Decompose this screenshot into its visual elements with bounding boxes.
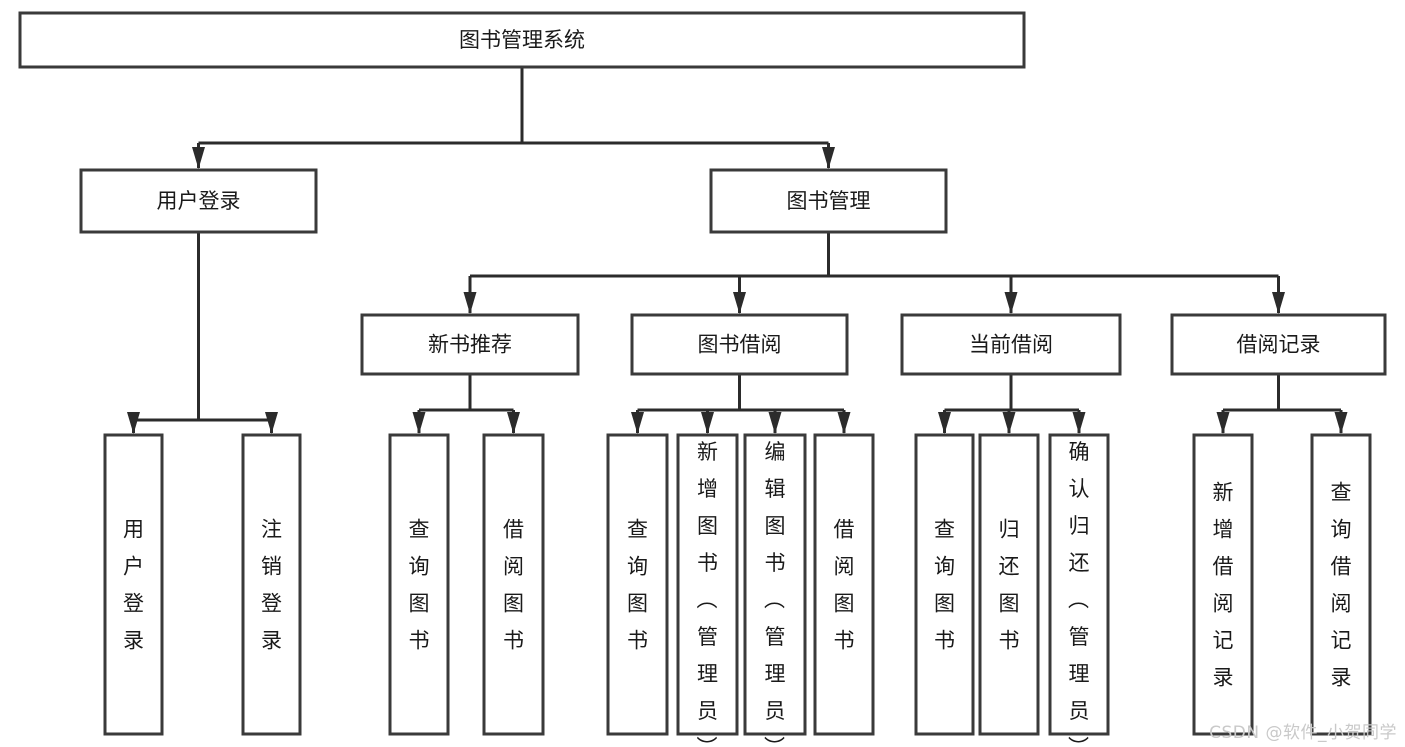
- arrow-head-icon: [463, 292, 477, 314]
- arrow-head-icon: [192, 147, 205, 169]
- arrow-head-icon: [733, 292, 746, 314]
- node-label: 用户登录: [157, 189, 241, 213]
- node-user-login[interactable]: 用户登录: [79, 168, 318, 234]
- node-leaf-query-book-rec[interactable]: 查询图书: [388, 433, 450, 736]
- node-box: [676, 433, 739, 736]
- node-box: [1048, 433, 1110, 736]
- node-leaf-return-book[interactable]: 归还图书: [978, 433, 1040, 736]
- node-box: [709, 168, 948, 234]
- node-box: [630, 313, 849, 376]
- node-box: [606, 433, 669, 736]
- arrow-head-icon: [1072, 412, 1086, 434]
- node-leaf-add-book[interactable]: 新增图书（管理员）: [676, 433, 739, 747]
- node-label: 编辑图书（管理员）: [764, 440, 786, 747]
- node-label: 新增图书（管理员）: [697, 440, 719, 747]
- node-label: 查询借阅记录: [1331, 481, 1352, 690]
- node-label: 新增借阅记录: [1213, 481, 1234, 690]
- arrow-head-icon: [127, 412, 140, 434]
- node-box: [978, 433, 1040, 736]
- node-box: [1192, 433, 1254, 736]
- node-label: 当前借阅: [969, 333, 1053, 357]
- node-box: [241, 433, 302, 736]
- node-label: 确认归还（管理员）: [1068, 440, 1090, 747]
- node-box: [813, 433, 875, 736]
- node-box: [482, 433, 545, 736]
- node-leaf-add-borrow-record[interactable]: 新增借阅记录: [1192, 433, 1254, 736]
- node-label: 图书借阅: [698, 333, 782, 357]
- node-leaf-borrow-book-rec[interactable]: 借阅图书: [482, 433, 545, 736]
- arrow-head-icon: [412, 412, 426, 434]
- node-leaf-logout[interactable]: 注销登录: [241, 433, 302, 736]
- node-book-manage[interactable]: 图书管理: [709, 168, 948, 234]
- connector-edges: [127, 67, 1348, 434]
- node-box: [1170, 313, 1387, 376]
- node-label: 借阅记录: [1237, 333, 1321, 357]
- node-label: 归还图书: [999, 518, 1020, 653]
- node-box: [18, 11, 1026, 69]
- node-box: [360, 313, 580, 376]
- node-leaf-borrow-book[interactable]: 借阅图书: [813, 433, 875, 736]
- diagram-nodes: 图书管理系统用户登录图书管理新书推荐图书借阅当前借阅借阅记录用户登录注销登录查询…: [18, 11, 1387, 747]
- node-borrow-record[interactable]: 借阅记录: [1170, 313, 1387, 376]
- node-leaf-user-login[interactable]: 用户登录: [103, 433, 164, 736]
- arrow-head-icon: [822, 147, 835, 169]
- node-leaf-confirm-return[interactable]: 确认归还（管理员）: [1048, 433, 1110, 747]
- arrow-head-icon: [701, 412, 714, 434]
- node-box: [914, 433, 975, 736]
- node-label: 查询图书: [409, 518, 430, 653]
- node-label: 用户登录: [123, 518, 144, 653]
- node-box: [388, 433, 450, 736]
- node-label: 查询图书: [934, 518, 955, 653]
- arrow-head-icon: [507, 412, 520, 434]
- node-leaf-query-borrow-record[interactable]: 查询借阅记录: [1310, 433, 1372, 736]
- node-new-book-recommend[interactable]: 新书推荐: [360, 313, 580, 376]
- node-box: [1310, 433, 1372, 736]
- node-box: [79, 168, 318, 234]
- arrow-head-icon: [1272, 292, 1285, 314]
- arrow-head-icon: [265, 412, 278, 434]
- node-box: [900, 313, 1122, 376]
- node-label: 借阅图书: [834, 518, 855, 653]
- node-label: 图书管理系统: [459, 28, 585, 52]
- arrow-head-icon: [938, 412, 951, 434]
- node-root[interactable]: 图书管理系统: [18, 11, 1026, 69]
- node-box: [103, 433, 164, 736]
- node-book-borrow[interactable]: 图书借阅: [630, 313, 849, 376]
- node-box: [743, 433, 807, 736]
- node-label: 注销登录: [261, 518, 282, 653]
- node-label: 借阅图书: [503, 518, 524, 653]
- arrow-head-icon: [837, 412, 851, 434]
- arrow-head-icon: [1004, 292, 1018, 314]
- node-label: 新书推荐: [428, 333, 512, 357]
- arrow-head-icon: [631, 412, 644, 434]
- node-leaf-query-book-cur[interactable]: 查询图书: [914, 433, 975, 736]
- node-leaf-edit-book[interactable]: 编辑图书（管理员）: [743, 433, 807, 747]
- node-leaf-query-book-borrow[interactable]: 查询图书: [606, 433, 669, 736]
- arrow-head-icon: [1216, 412, 1230, 434]
- arrow-head-icon: [1334, 412, 1348, 434]
- arrow-head-icon: [768, 412, 782, 434]
- node-current-borrow[interactable]: 当前借阅: [900, 313, 1122, 376]
- node-label: 查询图书: [627, 518, 648, 653]
- node-label: 图书管理: [787, 189, 871, 213]
- arrow-head-icon: [1002, 412, 1016, 434]
